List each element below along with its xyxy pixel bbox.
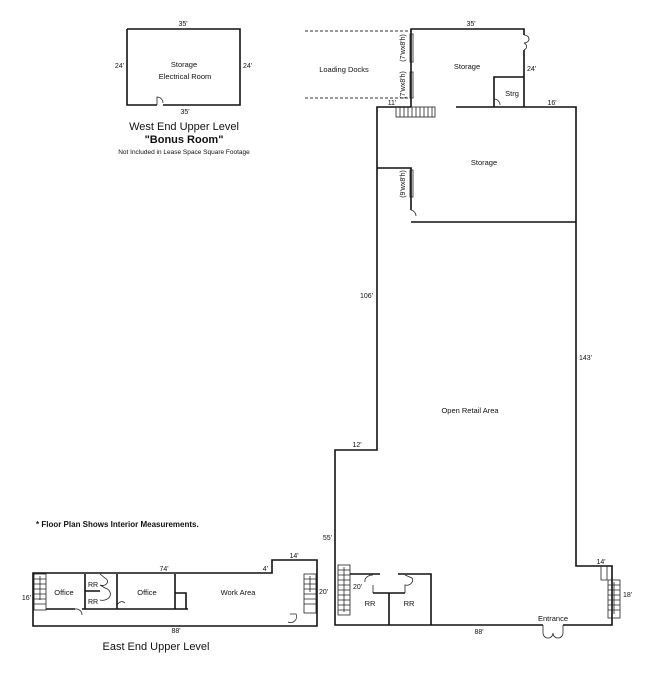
west-end-subtitle: "Bonus Room" <box>145 134 224 146</box>
dim-label: 4' <box>263 566 268 573</box>
east-end-title: East End Upper Level <box>102 641 209 653</box>
dim-label: 18' <box>623 592 632 599</box>
east-end-plan: Office RR RR Office Work Area 74' 88' 16… <box>22 553 328 653</box>
dim-label: 35' <box>466 21 475 28</box>
west-end-title: West End Upper Level <box>129 121 239 133</box>
dim-label: 14' <box>289 553 298 560</box>
stairs-icon <box>395 106 436 118</box>
stairs-icon <box>600 566 621 619</box>
room-label: Storage <box>454 62 480 71</box>
door-size-label: (7'wx8'h) <box>400 71 407 99</box>
dim-label: 74' <box>159 566 168 573</box>
dim-label: 12' <box>352 442 361 449</box>
door-size-label: (7'wx8'h) <box>400 34 407 62</box>
room-label: Storage <box>471 158 497 167</box>
dim-label: 20' <box>353 584 362 591</box>
dim-label: 11' <box>388 100 397 107</box>
room-label: RR <box>365 599 376 608</box>
dim-label: 16' <box>22 595 31 602</box>
dim-label: 143' <box>579 355 592 362</box>
dim-label: 14' <box>596 559 605 566</box>
main-building-plan: Loading Docks Storage Strg Storage Open … <box>305 21 632 639</box>
entrance-label: Entrance <box>538 614 568 623</box>
dim-label: 24' <box>243 63 252 70</box>
stairs-icon <box>303 573 317 614</box>
room-label: Open Retail Area <box>441 406 499 415</box>
room-label: Storage <box>171 60 197 69</box>
dim-label: 24' <box>115 63 124 70</box>
room-label: Work Area <box>221 588 257 597</box>
dim-label: 88' <box>474 629 483 636</box>
dim-label: 35' <box>178 21 187 28</box>
room-label: RR <box>88 582 98 589</box>
west-end-plan: 35' 35' 24' 24' Storage Electrical Room … <box>115 21 252 156</box>
room-label: Office <box>54 588 73 597</box>
dim-label: 106' <box>360 293 373 300</box>
room-label: RR <box>404 599 415 608</box>
room-label: Office <box>137 588 156 597</box>
dim-label: 24' <box>527 66 536 73</box>
room-label: Strg <box>505 89 519 98</box>
footnote: * Floor Plan Shows Interior Measurements… <box>36 520 199 529</box>
stairs-icon <box>33 573 47 611</box>
dim-label: 55' <box>323 535 332 542</box>
door-size-label: (9'wx8'h) <box>400 170 407 198</box>
room-label: Electrical Room <box>159 72 212 81</box>
stairs-icon <box>337 564 351 616</box>
room-label: RR <box>88 599 98 606</box>
dim-label: 20' <box>319 589 328 596</box>
dim-label: 16' <box>547 100 556 107</box>
dim-label: 88' <box>171 628 180 635</box>
room-label: Loading Docks <box>319 65 369 74</box>
dim-label: 35' <box>180 109 189 116</box>
west-end-note: Not Included in Lease Space Square Foota… <box>118 149 250 156</box>
